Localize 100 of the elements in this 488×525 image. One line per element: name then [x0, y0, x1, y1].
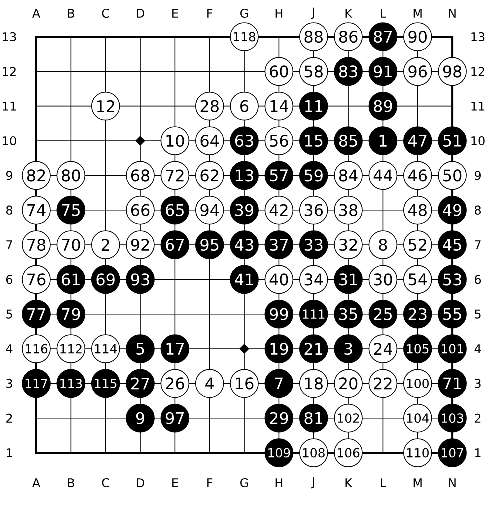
stone: 36: [299, 196, 328, 225]
stone: 22: [368, 369, 398, 398]
coordinate-label: 4: [474, 344, 482, 354]
coordinate-label: D: [137, 9, 144, 18]
stone: 31: [334, 265, 363, 294]
coordinate-label: 11: [3, 102, 16, 111]
stone: 47: [403, 126, 432, 156]
stone: 2: [91, 230, 120, 260]
stone: 37: [264, 230, 294, 260]
coordinate-label: 10: [472, 136, 485, 146]
coordinate-label: C: [102, 478, 110, 488]
stone: 17: [160, 334, 190, 364]
stone: 27: [126, 369, 155, 398]
stone: 77: [22, 300, 51, 329]
stone: 19: [264, 334, 294, 364]
stone: 97: [160, 404, 190, 433]
stone: 40: [264, 265, 294, 294]
coordinate-label: 4: [6, 344, 13, 354]
stone: 1: [368, 126, 398, 156]
stone: 66: [126, 196, 155, 225]
stone: 62: [195, 161, 224, 190]
stone: 108: [299, 438, 328, 468]
coordinate-label: G: [240, 478, 248, 488]
stone: 92: [126, 230, 155, 260]
stone: 61: [56, 265, 86, 294]
coordinate-label: L: [381, 9, 386, 18]
stone: 10: [160, 126, 190, 156]
stone: 70: [56, 230, 86, 260]
stone: 106: [334, 438, 363, 468]
stone: 69: [91, 265, 120, 294]
coordinate-label: M: [414, 9, 422, 18]
coordinate-label: 2: [475, 414, 481, 423]
stone: 103: [438, 404, 467, 433]
stone: 26: [160, 369, 190, 398]
stone: 117: [22, 369, 51, 398]
stone: 95: [195, 230, 224, 260]
coordinate-label: 6: [6, 275, 13, 284]
stone: 67: [160, 230, 190, 260]
stone: 93: [126, 265, 155, 294]
stone: 35: [334, 300, 363, 329]
coordinate-label: 5: [475, 310, 481, 319]
coordinate-label: 12: [3, 67, 16, 76]
stone: 16: [230, 369, 259, 398]
coordinate-label: L: [381, 478, 386, 488]
stone: 115: [91, 369, 120, 398]
coordinate-label: C: [102, 8, 110, 18]
coordinate-label: J: [311, 8, 314, 20]
stone: 80: [56, 161, 86, 190]
stone: 57: [264, 161, 294, 190]
stone: 76: [22, 265, 51, 294]
coordinate-label: A: [32, 9, 40, 18]
stone: 83: [334, 57, 363, 86]
stone: 21: [299, 334, 328, 364]
stone: 59: [299, 161, 328, 190]
coordinate-label: K: [346, 9, 353, 18]
coordinate-label: N: [449, 478, 456, 488]
stone: 64: [195, 126, 224, 156]
coordinate-label: 7: [475, 240, 481, 250]
stone: 52: [403, 230, 432, 260]
stone: 42: [264, 196, 294, 225]
coordinate-label: 13: [472, 32, 485, 42]
stone: 101: [438, 334, 467, 364]
stone: 56: [264, 126, 294, 156]
coordinate-label: D: [137, 478, 144, 488]
stone: 116: [22, 334, 51, 364]
stone: 38: [334, 196, 363, 225]
stone: 75: [56, 196, 86, 225]
stone: 51: [438, 126, 467, 156]
coordinate-label: B: [68, 9, 74, 18]
stone: 24: [368, 334, 398, 364]
stone: 48: [403, 196, 432, 225]
stone: 55: [438, 300, 467, 329]
coordinate-label: H: [276, 478, 283, 488]
stone: 4: [195, 369, 224, 398]
stone: 9: [126, 404, 155, 433]
coordinate-label: H: [276, 9, 283, 18]
stone: 12: [91, 92, 120, 121]
stone: 49: [438, 196, 467, 225]
coordinate-label: 13: [3, 32, 16, 42]
stone: 23: [403, 300, 432, 329]
stone: 90: [403, 22, 432, 52]
coordinate-label: 1: [476, 448, 481, 458]
stone: 39: [230, 196, 259, 225]
coordinate-label: 3: [6, 379, 12, 388]
coordinate-label: J: [311, 477, 314, 489]
coordinate-label: 3: [475, 379, 481, 388]
coordinate-label: 10: [3, 136, 16, 146]
coordinate-label: M: [414, 478, 422, 488]
stone: 86: [334, 22, 363, 52]
stone: 91: [368, 57, 398, 86]
stone: 50: [438, 161, 467, 190]
coordinate-label: 8: [6, 206, 12, 215]
coordinate-label: A: [32, 478, 40, 488]
stone: 105: [403, 334, 432, 364]
coordinate-label: 9: [6, 171, 12, 180]
coordinate-label: 1: [7, 448, 12, 458]
stone: 6: [230, 92, 259, 121]
stone: 11: [299, 92, 328, 121]
stone: 107: [438, 438, 467, 468]
stone: 104: [403, 404, 432, 433]
